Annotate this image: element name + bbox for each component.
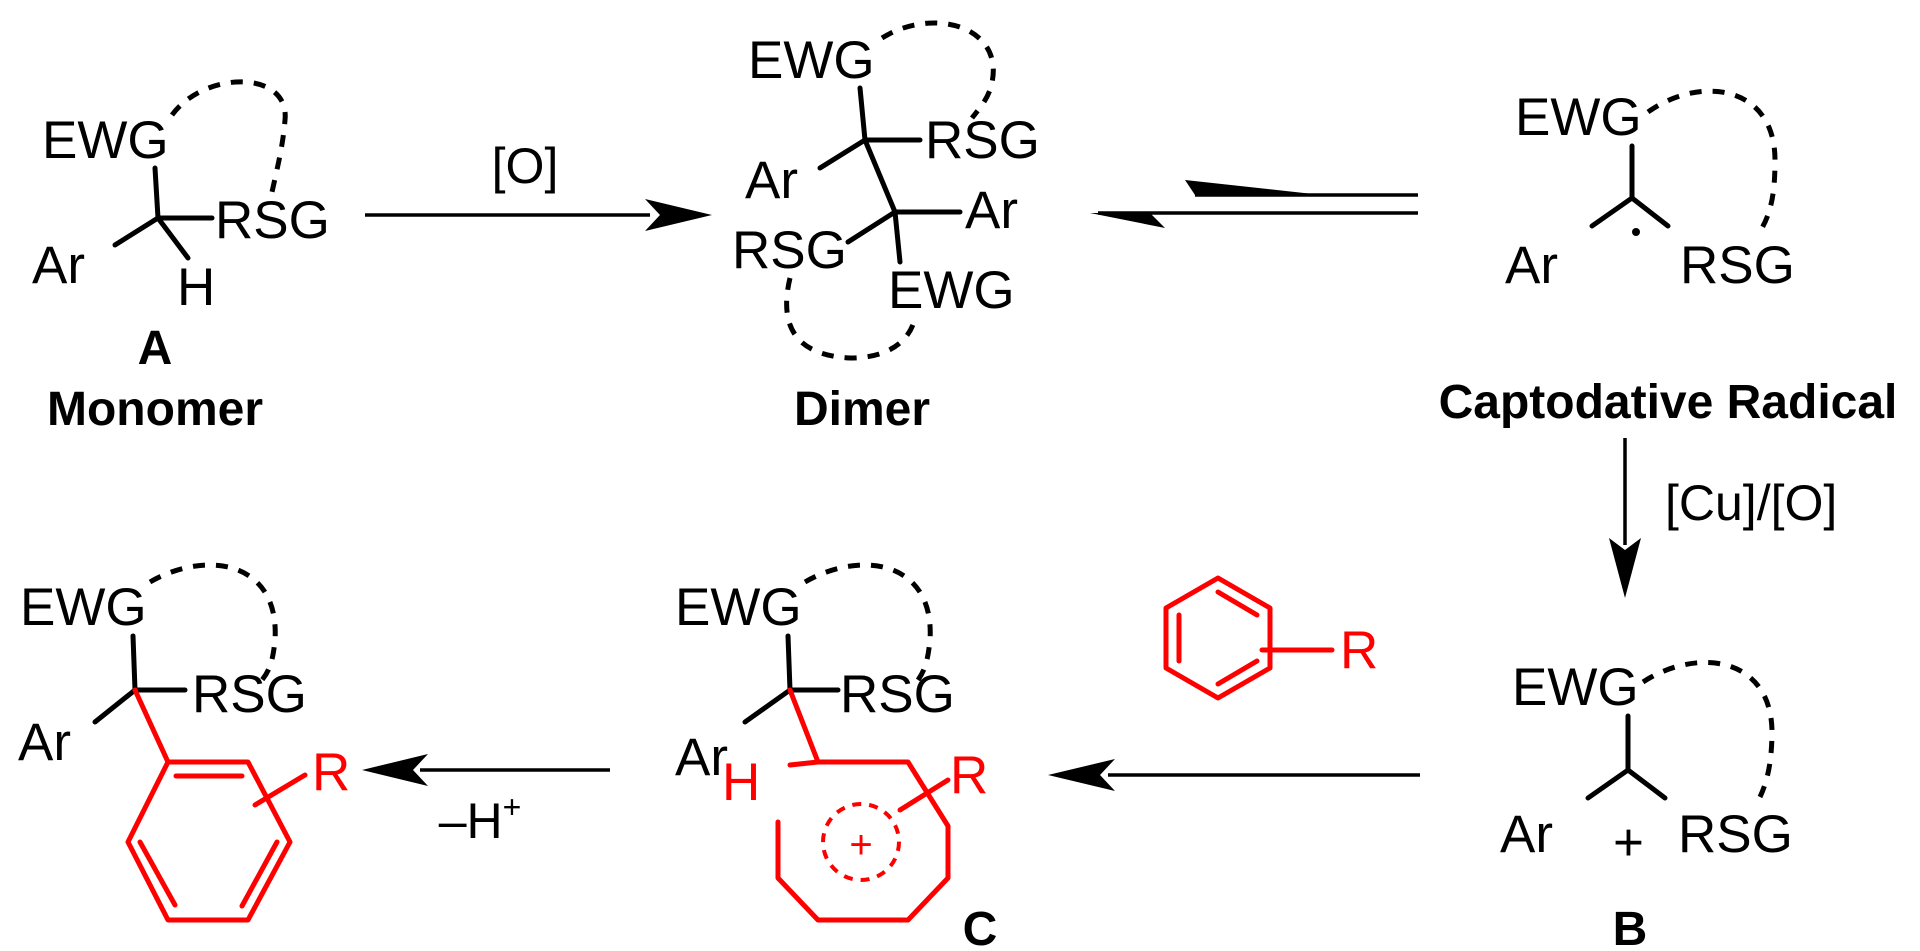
- monomer-bond-ar: [112, 215, 161, 248]
- cation-bond-ar: [1585, 767, 1631, 801]
- dimer-name: Dimer: [794, 383, 930, 436]
- monomer-name: Monomer: [47, 383, 263, 436]
- radical-tether-ring: [1646, 88, 1778, 230]
- arene-double-bond-1: [1215, 589, 1260, 618]
- dimer-tether-ring-top: [880, 20, 996, 120]
- product-bond-ewg: [130, 633, 138, 693]
- monomer-ewg-label: EWG: [42, 111, 169, 170]
- cation-tether-ring: [1641, 660, 1775, 799]
- cation-rsg-label: RSG: [1678, 805, 1793, 864]
- dimer-bond-ar-left: [817, 137, 868, 171]
- oxidant-label: [O]: [492, 138, 559, 194]
- deprotonation-main: –H: [439, 793, 503, 849]
- arene-addition-arrowhead: [1048, 759, 1115, 791]
- wheland-tether-ring: [803, 562, 933, 682]
- dimer-ar-right-label: Ar: [965, 181, 1018, 240]
- wheland-bond-h: [787, 759, 821, 768]
- monomer-structure: EWG RSG Ar H A Monomer: [32, 79, 330, 436]
- arene-reagent: R: [1163, 575, 1378, 701]
- equilibrium-reverse-barb: [1090, 213, 1165, 228]
- equilibrium-arrows: [1090, 180, 1418, 228]
- product-arene-double-bond-1: [137, 839, 178, 908]
- cu-oxidation-arrowhead: [1609, 538, 1641, 598]
- radical-ar-label: Ar: [1505, 236, 1558, 295]
- dimer-ar-left-label: Ar: [745, 151, 798, 210]
- arene-double-bond-3: [1215, 658, 1260, 687]
- product-structure: EWG RSG Ar R: [18, 562, 350, 923]
- deprotonation-label: –H+: [439, 789, 522, 849]
- arene-r-label: R: [1340, 621, 1378, 680]
- product-r-bond: [252, 772, 308, 808]
- wheland-bond-ring: [787, 687, 821, 765]
- wheland-bond-ewg: [785, 633, 793, 693]
- wheland-c-structure: EWG RSG Ar H R + C: [675, 562, 998, 951]
- cation-letter: B: [1613, 903, 1648, 951]
- monomer-tether-ring: [169, 79, 288, 193]
- product-arene-double-bond-3: [239, 839, 280, 909]
- dimer-bond-ewg-bottom: [892, 209, 903, 265]
- wheland-letter: C: [963, 903, 998, 951]
- monomer-rsg-label: RSG: [215, 191, 330, 250]
- dimer-tether-ring-bottom: [784, 277, 918, 361]
- product-arene-ring: [125, 759, 293, 923]
- dimer-structure: EWG RSG Ar Ar RSG EWG Dimer: [732, 20, 1040, 436]
- dimer-ewg-bottom-label: EWG: [888, 261, 1015, 320]
- wheland-ar-label: Ar: [675, 728, 728, 787]
- product-r-label: R: [312, 743, 350, 802]
- wheland-r-bond: [897, 777, 951, 813]
- radical-name: Captodative Radical: [1439, 376, 1898, 429]
- product-bond-aryl: [132, 687, 171, 765]
- cu-oxidant-label: [Cu]/[O]: [1665, 475, 1837, 531]
- product-bond-ar: [92, 687, 138, 725]
- deprotonation-arrowhead: [362, 754, 428, 786]
- wheland-delocalized-charge-circle: [821, 802, 901, 882]
- cation-bond-rsg: [1625, 767, 1668, 801]
- wheland-plus-charge: +: [849, 823, 872, 867]
- product-ar-label: Ar: [18, 713, 71, 772]
- arene-addition-arrow: [1048, 759, 1420, 791]
- radical-dot: [1632, 228, 1640, 236]
- wheland-six-membered-ring: [775, 759, 951, 923]
- radical-ewg-label: EWG: [1515, 88, 1642, 147]
- radical-bond-rsg: [1629, 195, 1671, 229]
- cu-oxidation-arrow: [Cu]/[O]: [1609, 438, 1837, 598]
- deprotonation-superscript: +: [503, 789, 522, 825]
- dimer-central-cc-bond: [862, 137, 898, 215]
- captodative-radical-structure: EWG RSG Ar Captodative Radical: [1439, 88, 1898, 429]
- wheland-ewg-label: EWG: [675, 578, 802, 637]
- monomer-letter: A: [138, 322, 173, 375]
- oxidation-arrowhead: [645, 199, 712, 231]
- wheland-r-label: R: [950, 746, 988, 805]
- product-rsg-label: RSG: [192, 665, 307, 724]
- oxidation-arrow: [O]: [365, 138, 712, 231]
- product-tether-ring: [148, 562, 278, 682]
- cation-b-structure: EWG RSG Ar + B: [1500, 658, 1793, 951]
- deprotonation-arrow: –H+: [362, 754, 610, 849]
- radical-rsg-label: RSG: [1680, 236, 1795, 295]
- dimer-bond-ewg-top: [857, 85, 868, 143]
- wheland-rsg-label: RSG: [840, 665, 955, 724]
- cation-ewg-label: EWG: [1512, 658, 1639, 717]
- product-ewg-label: EWG: [20, 578, 147, 637]
- equilibrium-forward-barb: [1185, 180, 1322, 195]
- monomer-h-label: H: [177, 258, 215, 317]
- wheland-bond-ar: [742, 687, 793, 725]
- cation-plus-charge: +: [1613, 813, 1644, 872]
- monomer-bond-h: [155, 215, 191, 261]
- monomer-ar-label: Ar: [32, 236, 85, 295]
- cation-ar-label: Ar: [1500, 805, 1553, 864]
- arene-ring: [1163, 575, 1273, 701]
- dimer-rsg-top-label: RSG: [925, 111, 1040, 170]
- wheland-h-label: H: [722, 753, 760, 812]
- monomer-bond-ewg: [152, 165, 161, 221]
- dimer-ewg-top-label: EWG: [748, 31, 875, 90]
- dimer-rsg-bottom-label: RSG: [732, 221, 847, 280]
- dimer-bond-rsg-bottom: [845, 209, 898, 245]
- radical-bond-ar: [1589, 195, 1635, 229]
